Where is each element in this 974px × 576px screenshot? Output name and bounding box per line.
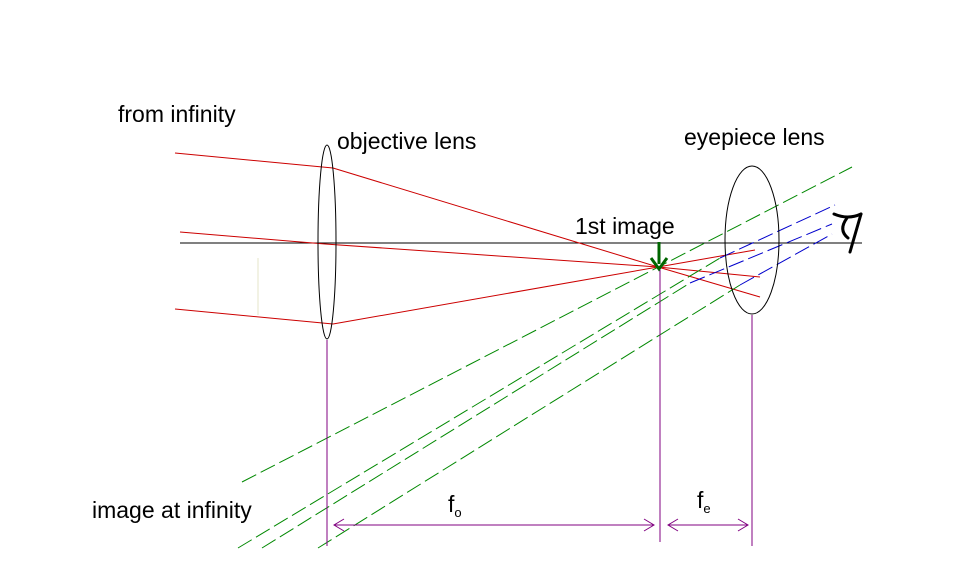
diverging-ray-down: [657, 266, 761, 298]
reference-lines: [326, 270, 753, 546]
eyepiece-lens: [724, 165, 780, 315]
diverging-ray-mid: [657, 266, 761, 278]
incoming-ray-top: [174, 152, 334, 169]
focal-length-objective-f: f: [448, 491, 455, 517]
diverging-ray-up: [657, 249, 756, 268]
dimension-fo: [333, 518, 655, 532]
focal-length-eyepiece-subscript: e: [703, 501, 710, 516]
incoming-ray-middle: [179, 231, 326, 245]
down-arrow-icon: [649, 242, 669, 272]
focal-length-eyepiece-f: f: [697, 487, 704, 513]
objective-lens: [317, 144, 337, 340]
focal-length-objective-label: fo: [448, 491, 462, 520]
converging-ray-middle: [324, 243, 659, 268]
focal-length-eyepiece-label: fe: [697, 487, 711, 516]
green-ray-2: [237, 257, 721, 549]
outgoing-rays-green: [237, 166, 853, 549]
dimension-fe: [667, 518, 749, 532]
eyepiece-lens-label: eyepiece lens: [684, 124, 825, 150]
converging-ray-top: [332, 167, 659, 268]
eye-icon: [832, 212, 863, 254]
objective-lens-label: objective lens: [337, 128, 476, 154]
from-infinity-label: from infinity: [118, 101, 236, 127]
converging-ray-bottom: [332, 266, 659, 325]
blue-ray-3: [739, 233, 833, 286]
green-ray-4: [317, 284, 741, 549]
incoming-rays: [174, 152, 761, 325]
blue-ray-2: [689, 223, 833, 284]
incoming-ray-bottom: [174, 308, 334, 325]
blue-ray-1: [719, 204, 836, 259]
green-ray-3: [261, 282, 691, 549]
green-ray-1: [241, 166, 853, 483]
outgoing-rays-blue: [689, 204, 836, 286]
first-image-label: 1st image: [575, 213, 675, 239]
image-at-infinity-label: image at infinity: [92, 497, 252, 523]
focal-length-objective-subscript: o: [454, 505, 461, 520]
